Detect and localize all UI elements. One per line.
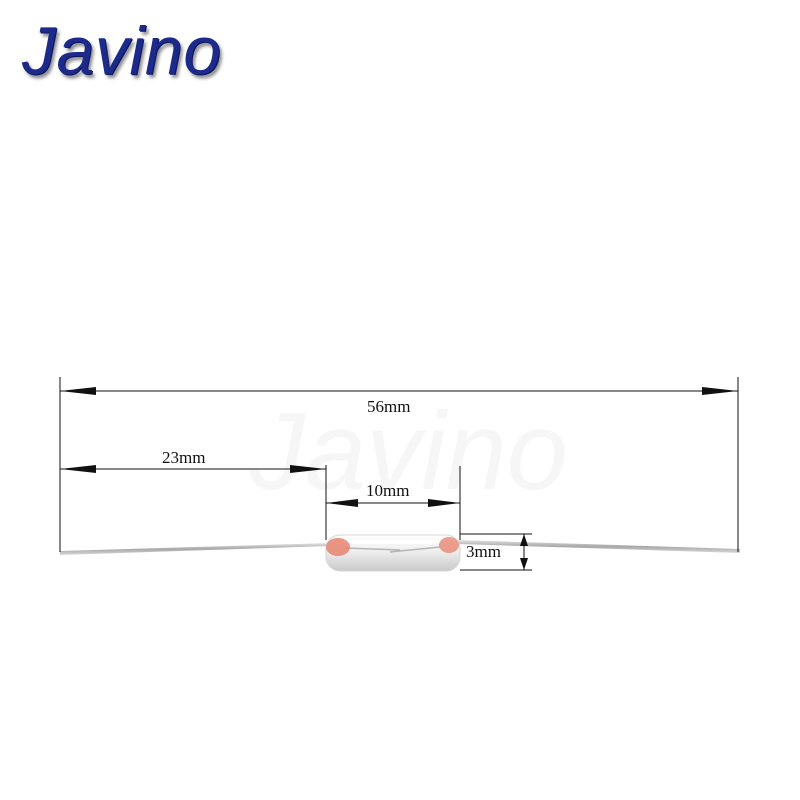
arrowhead	[520, 534, 528, 546]
body-length-label: 10mm	[366, 481, 409, 500]
lead-length-label: 23mm	[162, 448, 205, 467]
arrowhead	[326, 499, 358, 507]
arrowhead	[60, 387, 96, 395]
arrowhead	[60, 465, 96, 473]
brand-watermark: Javino	[250, 390, 568, 513]
internal-reed-right	[389, 546, 441, 553]
reed-switch-component	[60, 534, 740, 572]
left-lead-wire	[60, 543, 330, 555]
overall-length-label: 56mm	[367, 397, 410, 416]
arrowhead	[290, 465, 326, 473]
arrowhead	[702, 387, 738, 395]
body-diameter-label: 3mm	[466, 542, 501, 561]
right-lead-wire	[458, 540, 740, 553]
internal-reed-left	[344, 547, 401, 551]
left-seal-end	[326, 538, 350, 556]
brand-logo: Javino	[22, 13, 222, 89]
arrowhead	[428, 499, 460, 507]
right-seal-end	[439, 537, 459, 553]
arrowhead	[520, 558, 528, 570]
glass-highlight	[340, 540, 450, 544]
arrowheads	[60, 387, 738, 570]
